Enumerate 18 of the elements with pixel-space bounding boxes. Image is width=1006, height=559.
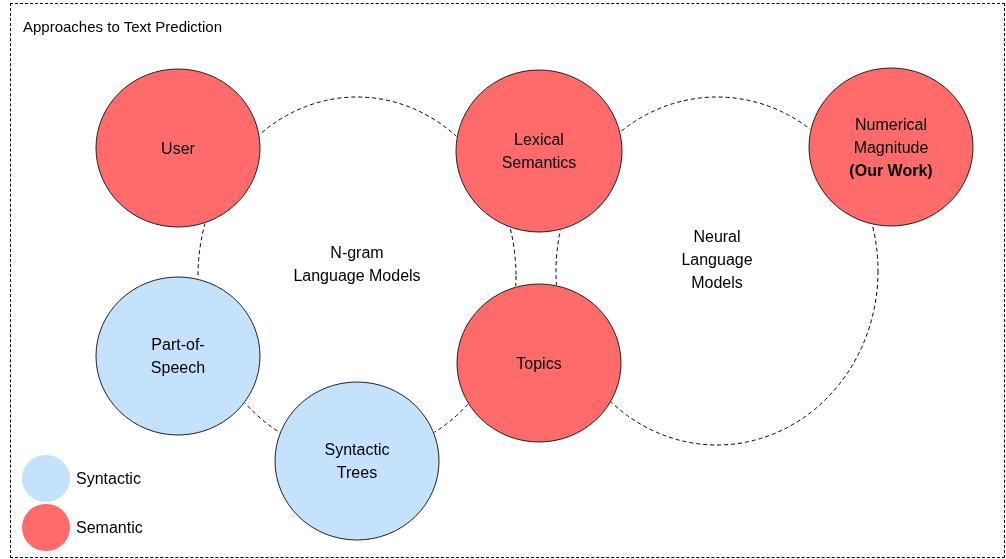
category-circle xyxy=(808,67,974,227)
category-label: Lexical Semantics xyxy=(500,130,578,173)
category-label: User xyxy=(161,138,195,159)
model-label: Neural Language Models xyxy=(680,226,754,293)
legend-label: Syntactic xyxy=(76,468,141,489)
category-circle xyxy=(95,68,261,228)
dashed-frame xyxy=(10,3,1005,558)
category-circle xyxy=(455,69,623,233)
frame-title: Approaches to Text Prediction xyxy=(23,17,222,37)
category-label: Part-of-Speech xyxy=(149,335,207,378)
category-label: Topics xyxy=(516,353,562,374)
category-circle xyxy=(456,283,622,443)
model-label: N-gram Language Models xyxy=(293,243,421,286)
category-label: Numerical Magnitude (Our Work) xyxy=(848,114,934,181)
category-circle xyxy=(95,276,261,436)
legend-label: Semantic xyxy=(76,517,143,538)
category-label: Syntactic Trees xyxy=(323,440,391,483)
category-circle xyxy=(274,381,440,541)
